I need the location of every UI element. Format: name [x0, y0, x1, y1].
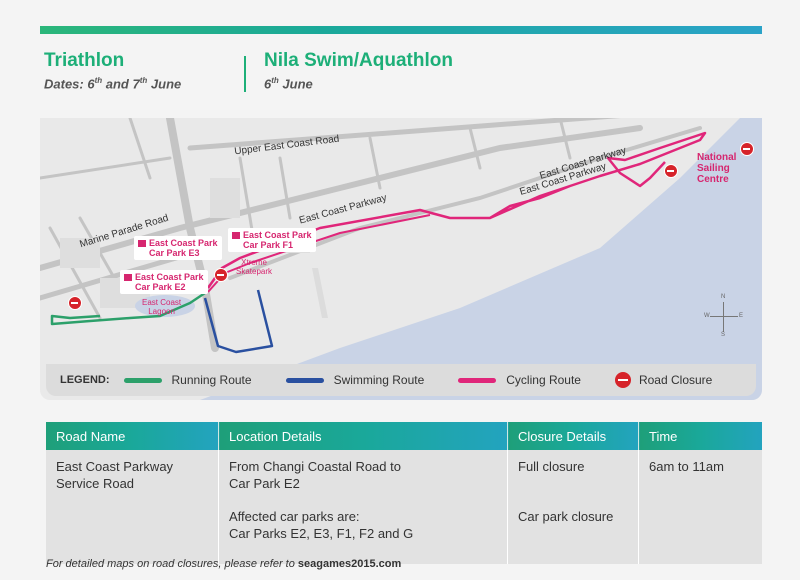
col-road-name: Road Name	[46, 422, 219, 450]
triathlon-dates: Dates: 6th and 7th June	[44, 76, 182, 92]
swimming-route	[203, 289, 274, 354]
legend-closure: Road Closure	[614, 372, 712, 388]
col-location-details: Location Details	[218, 422, 508, 450]
footer-link[interactable]: seagames2015.com	[297, 558, 402, 570]
road-closure-icon	[664, 164, 678, 178]
legend-running: Running Route	[123, 373, 252, 387]
compass-icon: N S W E	[704, 294, 744, 338]
aquathlon-title: Nila Swim/Aquathlon	[264, 50, 453, 71]
triathlon-title: Triathlon	[44, 50, 125, 71]
aquathlon-date: 6th June	[264, 76, 313, 92]
parking-icon	[232, 232, 240, 240]
parking-icon	[124, 274, 132, 282]
east-coast-lagoon	[135, 295, 195, 317]
top-accent-bar	[40, 26, 762, 34]
route-map: Upper East Coast Road East Coast Parkway…	[40, 118, 762, 400]
road-closure-icon	[214, 268, 228, 282]
table-header-row: Road Name Location Details Closure Detai…	[46, 422, 762, 450]
legend-cycling: Cycling Route	[458, 373, 581, 387]
road-closure-icon	[614, 372, 631, 388]
map-legend: LEGEND: Running Route Swimming Route Cyc…	[46, 364, 756, 396]
cell-time: 6am to 11am	[638, 450, 762, 564]
footer-note: For detailed maps on road closures, plea…	[46, 558, 402, 570]
col-time: Time	[638, 422, 762, 450]
road-closure-icon	[68, 296, 82, 310]
legend-title: LEGEND:	[60, 374, 110, 386]
swimming-swatch	[285, 377, 324, 383]
col-closure-details: Closure Details	[507, 422, 639, 450]
aquathlon-header: Nila Swim/Aquathlon 6th June	[264, 50, 453, 91]
running-route	[50, 291, 206, 326]
road-closure-icon	[740, 142, 754, 156]
legend-swimming: Swimming Route	[285, 373, 424, 387]
triathlon-header: Triathlon Dates: 6th and 7th June	[44, 50, 181, 91]
running-swatch	[123, 377, 162, 383]
parking-icon	[138, 240, 146, 248]
pier	[312, 268, 328, 318]
cycling-swatch	[458, 377, 497, 383]
road-closure-table: Road Name Location Details Closure Detai…	[46, 422, 762, 564]
header-divider	[244, 56, 246, 92]
sea-area	[200, 118, 762, 400]
cycling-route	[206, 131, 707, 289]
